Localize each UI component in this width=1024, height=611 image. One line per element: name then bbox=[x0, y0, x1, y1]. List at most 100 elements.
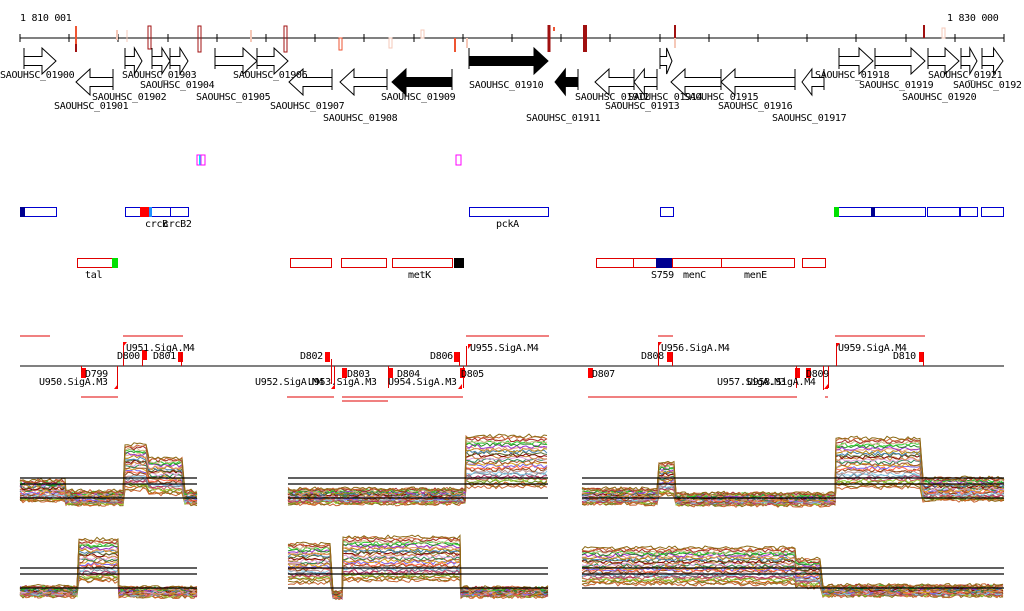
blue-feature-box[interactable] bbox=[981, 207, 1004, 217]
ruler-mark bbox=[116, 30, 118, 40]
expression-trace bbox=[581, 454, 1005, 501]
transcript-start-marker bbox=[123, 342, 127, 347]
gene-arrow[interactable] bbox=[75, 67, 114, 97]
gene-arrow[interactable] bbox=[838, 46, 874, 76]
gene-arrow[interactable] bbox=[801, 67, 825, 97]
transcript-label: D803 bbox=[347, 369, 370, 380]
blue-feature-box[interactable] bbox=[960, 207, 978, 217]
ruler-mark bbox=[454, 38, 456, 52]
gene-label: SAOUHSC_0192 bbox=[953, 80, 1022, 91]
blue-feature-label: crcB2 bbox=[163, 219, 192, 230]
gene-arrow[interactable] bbox=[659, 47, 673, 75]
gene-arrow[interactable] bbox=[23, 46, 57, 76]
ruler-mark bbox=[388, 37, 393, 49]
gene-arrow[interactable] bbox=[391, 67, 453, 97]
gene-arrow[interactable] bbox=[554, 67, 579, 97]
gene-arrow[interactable] bbox=[124, 46, 143, 76]
transcript-label: D802 bbox=[300, 351, 323, 362]
red-feature-box[interactable] bbox=[633, 258, 657, 268]
expression-trace bbox=[19, 538, 198, 591]
transcript-label: D804 bbox=[397, 369, 420, 380]
blue-feature-box[interactable] bbox=[838, 207, 874, 217]
expression-trace bbox=[19, 474, 198, 504]
gene-label: SAOUHSC_01918 bbox=[815, 70, 890, 81]
gene-arrow[interactable] bbox=[981, 46, 1004, 76]
red-feature-label: menE bbox=[744, 270, 767, 281]
red-feature-label: S759 bbox=[651, 270, 674, 281]
blue-feature-box[interactable] bbox=[20, 207, 57, 217]
gene-arrow[interactable] bbox=[256, 46, 289, 76]
expression-trace bbox=[581, 446, 1005, 499]
gene-arrow[interactable] bbox=[927, 46, 960, 76]
transcript-label: D808 bbox=[641, 351, 664, 362]
gene-arrow[interactable] bbox=[151, 46, 171, 76]
expression-trace bbox=[581, 580, 1004, 599]
red-feature-box[interactable] bbox=[290, 258, 332, 268]
gene-label: SAOUHSC_01909 bbox=[381, 92, 456, 103]
ruler-mark bbox=[75, 26, 77, 44]
expression-trace bbox=[19, 564, 198, 596]
transcript-end-marker bbox=[806, 368, 811, 378]
ruler-mark bbox=[674, 25, 676, 38]
motif-mark bbox=[199, 155, 201, 165]
expression-trace bbox=[287, 470, 548, 503]
transcript-label: D800 bbox=[117, 351, 140, 362]
red-feature-box[interactable] bbox=[802, 258, 826, 268]
transcript-start-marker bbox=[824, 384, 828, 389]
blue-feature-box[interactable] bbox=[927, 207, 960, 217]
blue-feature-box[interactable] bbox=[151, 207, 171, 217]
gene-arrow[interactable] bbox=[468, 46, 549, 76]
transcript-end-marker bbox=[588, 368, 593, 378]
ruler-mark bbox=[197, 25, 202, 53]
blue-feature-box[interactable] bbox=[873, 207, 926, 217]
blue-feature-box[interactable] bbox=[660, 207, 674, 217]
gene-label: SAOUHSC_01914 bbox=[628, 92, 703, 103]
red-feature-box[interactable] bbox=[596, 258, 634, 268]
transcript-end-marker bbox=[178, 352, 183, 362]
ruler-mark bbox=[338, 37, 343, 51]
transcript-label: D799 bbox=[85, 369, 108, 380]
transcript-label: U956.SigA.M4 bbox=[661, 343, 730, 354]
gene-arrow[interactable] bbox=[874, 46, 926, 76]
red-feature-box[interactable] bbox=[721, 258, 795, 268]
gene-arrow[interactable] bbox=[288, 67, 333, 97]
expression-trace bbox=[19, 445, 198, 495]
expression-trace bbox=[581, 555, 1004, 591]
gene-arrow[interactable] bbox=[960, 46, 978, 76]
red-feature-box[interactable] bbox=[77, 258, 113, 268]
gene-label: SAOUHSC_01920 bbox=[902, 92, 977, 103]
gene-arrow[interactable] bbox=[339, 67, 388, 97]
transcript-end-marker bbox=[460, 368, 465, 378]
transcript-label: U951.SigA.M4 bbox=[126, 343, 195, 354]
gene-label: SAOUHSC_01904 bbox=[140, 80, 215, 91]
blue-feature-box[interactable] bbox=[125, 207, 141, 217]
red-feature-box[interactable] bbox=[341, 258, 387, 268]
gene-label: SAOUHSC_01916 bbox=[718, 101, 793, 112]
motif-mark bbox=[455, 154, 462, 166]
gene-arrow[interactable] bbox=[594, 67, 635, 97]
gene-label: SAOUHSC_01911 bbox=[526, 113, 601, 124]
transcript-label: U954.SigA.M3 bbox=[388, 377, 457, 388]
red-feature-box[interactable] bbox=[672, 258, 722, 268]
gene-arrow[interactable] bbox=[214, 46, 258, 76]
gene-label: SAOUHSC_01902 bbox=[92, 92, 167, 103]
blue-feature-fill bbox=[834, 207, 839, 217]
gene-arrow[interactable] bbox=[169, 46, 189, 76]
transcript-start-marker bbox=[331, 384, 335, 389]
transcript-label: U957.SigA.M3 bbox=[717, 377, 786, 388]
ruler-mark bbox=[674, 38, 676, 48]
gene-label: SAOUHSC_01913 bbox=[605, 101, 680, 112]
gene-label: SAOUHSC_01919 bbox=[859, 80, 934, 91]
gene-arrow[interactable] bbox=[633, 67, 658, 97]
transcript-end-marker bbox=[81, 368, 86, 378]
blue-feature-box[interactable] bbox=[469, 207, 549, 217]
transcript-label: D805 bbox=[461, 369, 484, 380]
gene-arrow[interactable] bbox=[720, 67, 796, 97]
blue-feature-label: pckA bbox=[496, 219, 519, 230]
ruler-start-label: 1 810 001 bbox=[20, 13, 72, 24]
blue-feature-box[interactable] bbox=[170, 207, 189, 217]
red-feature-box[interactable] bbox=[392, 258, 453, 268]
transcript-end-marker bbox=[342, 368, 347, 378]
gene-arrow[interactable] bbox=[670, 67, 722, 97]
